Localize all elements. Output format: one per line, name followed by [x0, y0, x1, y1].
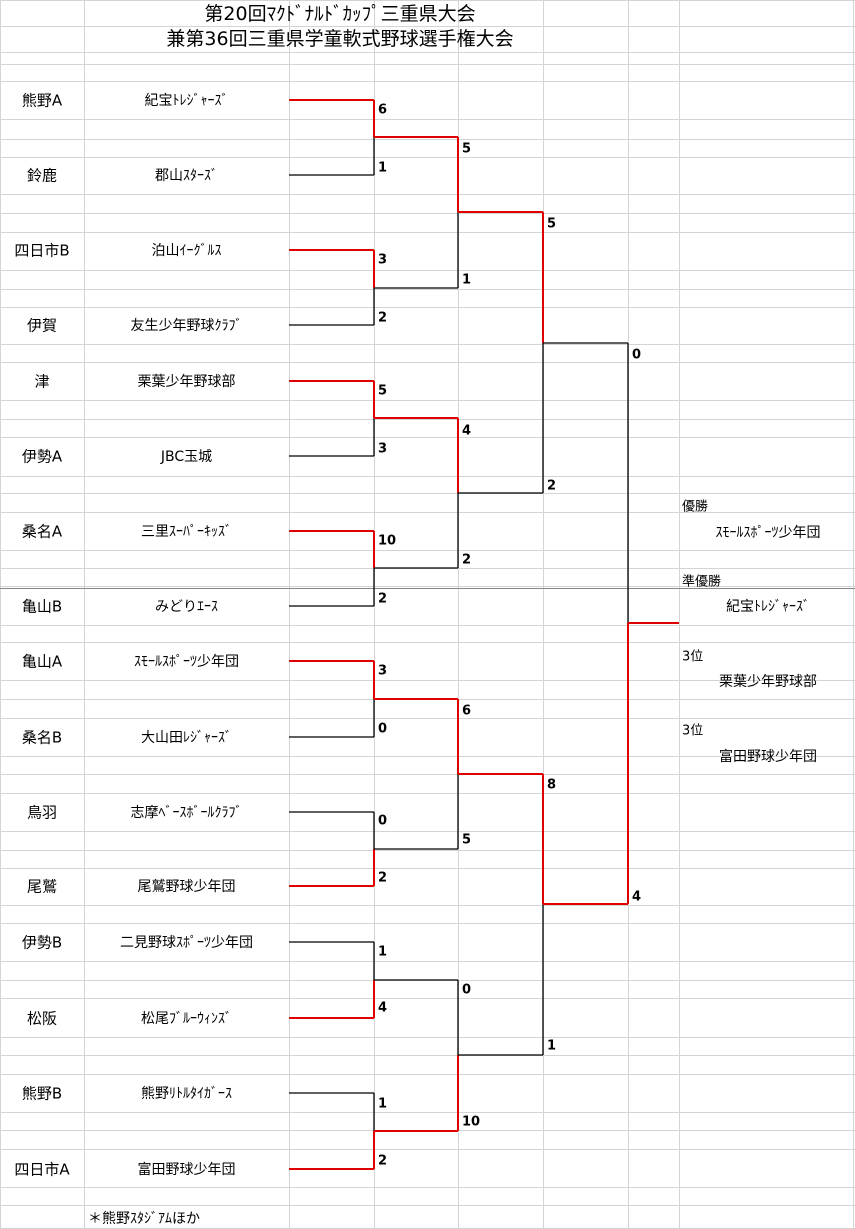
entry-team: 二見野球ｽﾎﾟｰﾂ少年団 — [120, 935, 253, 951]
entry-team: 富田野球少年団 — [137, 1162, 236, 1178]
round2-score: 4 — [462, 423, 472, 439]
entry-team: ｽﾓｰﾙｽﾎﾟｰﾂ少年団 — [134, 654, 239, 670]
third-place-team: 栗葉少年野球部 — [719, 674, 817, 690]
entry-team: 泊山ｲｰｸﾞﾙｽ — [151, 243, 222, 259]
semifinal-score: 4 — [632, 889, 642, 905]
entry-pref: 伊賀 — [26, 316, 57, 335]
entry-pref: 桑名A — [21, 522, 63, 541]
round1-score: 1 — [378, 944, 388, 960]
entry-pref: 熊野A — [21, 91, 63, 110]
entry-team: 友生少年野球ｸﾗﾌﾞ — [130, 318, 243, 334]
round1-score: 3 — [378, 252, 388, 268]
entry-team: JBC玉城 — [160, 449, 213, 465]
round3-score: 2 — [547, 478, 557, 494]
round1-score: 0 — [378, 813, 388, 829]
round1-score: 3 — [378, 441, 388, 457]
entry-team: 紀宝ﾄﾚｼﾞｬｰｽﾞ — [144, 93, 229, 109]
round3-score: 8 — [547, 777, 557, 793]
entry-team: 栗葉少年野球部 — [137, 374, 236, 390]
entry-team: 志摩ﾍﾞｰｽﾎﾞｰﾙｸﾗﾌﾞ — [130, 805, 243, 821]
round1-score: 10 — [378, 533, 397, 549]
entry-pref: 桑名B — [21, 728, 63, 747]
round2-score: 6 — [462, 703, 472, 719]
third-place-label: 3位 — [682, 649, 704, 665]
entry-pref: 鳥羽 — [26, 803, 57, 822]
entry-team: 郡山ｽﾀｰｽﾞ — [155, 168, 218, 184]
round2-score: 5 — [462, 832, 472, 848]
entry-team: みどりｴｰｽ — [155, 599, 218, 615]
round1-score: 0 — [378, 721, 388, 737]
entry-pref: 四日市A — [14, 1160, 70, 1179]
third-place-team: 富田野球少年団 — [719, 749, 817, 765]
round1-score: 2 — [378, 1153, 388, 1169]
round1-score: 1 — [378, 160, 388, 176]
round2-score: 1 — [462, 272, 472, 288]
entry-pref: 津 — [34, 372, 50, 391]
entry-pref: 鈴鹿 — [26, 166, 57, 185]
venue-note: ＊熊野ｽﾀｼﾞｱﾑほか — [88, 1211, 200, 1227]
semifinal-score: 0 — [632, 347, 642, 363]
round1-score: 2 — [378, 310, 388, 326]
third-place-label: 3位 — [682, 723, 704, 739]
round1-score: 1 — [378, 1096, 388, 1112]
entry-pref: 熊野B — [21, 1084, 63, 1103]
round1-score: 2 — [378, 870, 388, 886]
entry-pref: 伊勢A — [21, 447, 63, 466]
entry-team: 熊野ﾘﾄﾙﾀｲｶﾞｰｽ — [141, 1086, 232, 1102]
round2-score: 0 — [462, 982, 472, 998]
title-line-1: 第20回ﾏｸﾄﾞﾅﾙﾄﾞｶｯﾌﾟ三重県大会 — [204, 3, 476, 25]
round1-score: 6 — [378, 102, 388, 118]
entry-pref: 亀山A — [21, 652, 63, 671]
round2-score: 10 — [462, 1114, 481, 1130]
entry-team: 尾鷲野球少年団 — [137, 879, 236, 895]
champion-label: 優勝 — [682, 499, 709, 515]
entry-team: 松尾ﾌﾞﾙｰｳｨﾝｽﾞ — [141, 1011, 232, 1027]
entry-team: 三里ｽｰﾊﾟｰｷｯｽﾞ — [141, 524, 232, 540]
round3-score: 5 — [547, 216, 557, 232]
entry-pref: 伊勢B — [21, 933, 63, 952]
entry-pref: 松阪 — [26, 1009, 57, 1028]
round2-score: 5 — [462, 141, 472, 157]
entry-pref: 四日市B — [14, 241, 70, 260]
round1-score: 4 — [378, 1000, 388, 1016]
round3-score: 1 — [547, 1038, 557, 1054]
entry-team: 大山田ﾚｼﾞｬｰｽﾞ — [141, 730, 232, 746]
entry-pref: 尾鷲 — [26, 877, 57, 896]
round1-score: 2 — [378, 591, 388, 607]
runnerup-team: 紀宝ﾄﾚｼﾞｬｰｽﾞ — [726, 599, 810, 615]
round1-score: 5 — [378, 383, 388, 399]
runnerup-label: 準優勝 — [682, 574, 722, 590]
round1-score: 3 — [378, 663, 388, 679]
entry-pref: 亀山B — [21, 597, 63, 616]
title-line-2: 兼第36回三重県学童軟式野球選手権大会 — [166, 28, 514, 50]
champion-team: ｽﾓｰﾙｽﾎﾟｰﾂ少年団 — [715, 525, 821, 541]
round2-score: 2 — [462, 552, 472, 568]
